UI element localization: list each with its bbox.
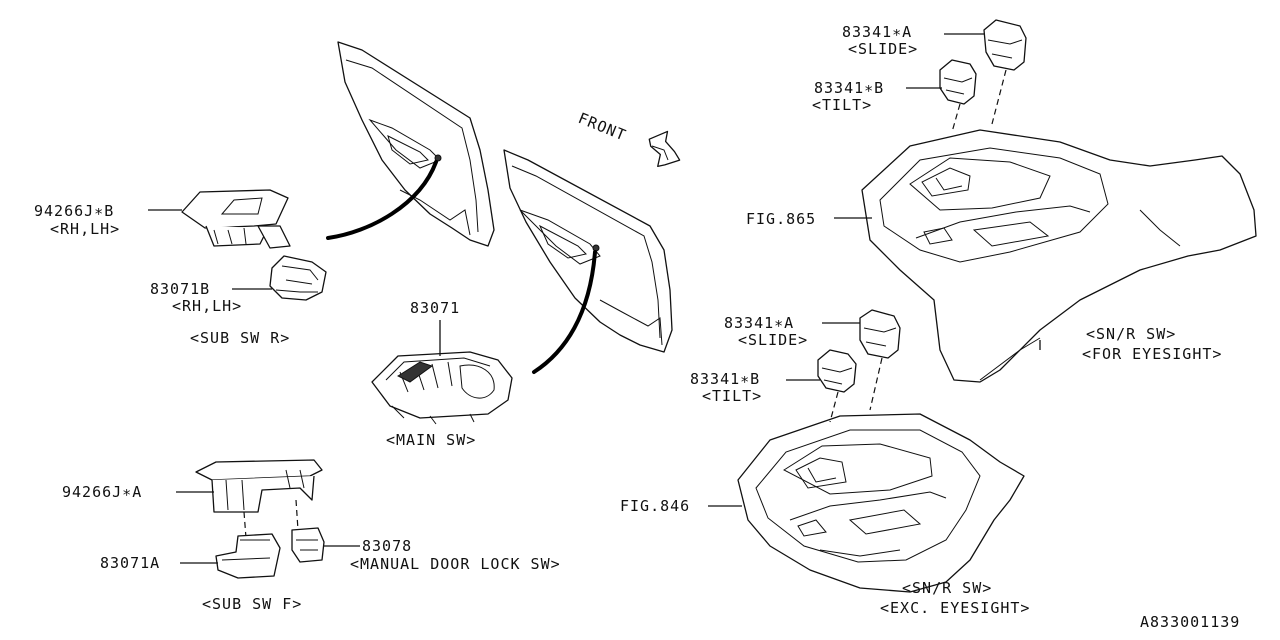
label-main-sw: <MAIN SW> xyxy=(386,431,477,449)
front-direction-arrow-icon xyxy=(648,130,681,167)
switch-83341-B-tilt-bottom xyxy=(817,349,857,393)
label-tilt-top: <TILT> xyxy=(812,96,873,114)
switch-83341-B-tilt-top xyxy=(939,59,977,105)
label-94266J-A: 94266J∗A xyxy=(62,483,143,501)
label-83341-A-bottom: 83341∗A xyxy=(724,314,795,332)
label-fig846: FIG.846 xyxy=(620,497,691,515)
front-door-trim-panel xyxy=(503,149,673,353)
label-83071: 83071 xyxy=(410,299,461,317)
label-manual-door-lock-sw: <MANUAL DOOR LOCK SW> xyxy=(350,555,561,573)
label-83071B: 83071B xyxy=(150,280,211,298)
bezel-94266J-A xyxy=(195,459,323,513)
label-snr-sw-top: <SN/R SW> xyxy=(1086,325,1177,343)
harness-line-main-sw xyxy=(532,250,597,374)
label-83341-B-bottom: 83341∗B xyxy=(690,370,761,388)
label-exc-eyesight: <EXC. EYESIGHT> xyxy=(880,599,1031,617)
label-for-eyesight: <FOR EYESIGHT> xyxy=(1082,345,1223,363)
switch-83071B xyxy=(269,255,327,301)
label-83341-A-top: 83341∗A xyxy=(842,23,913,41)
switch-83071A xyxy=(215,533,281,579)
label-83071B-variant: <RH,LH> xyxy=(172,297,243,315)
main-switch-83071 xyxy=(371,351,513,425)
label-83341-B-top: 83341∗B xyxy=(814,79,885,97)
overhead-console-fig865 xyxy=(861,129,1257,383)
label-slide-top: <SLIDE> xyxy=(848,40,919,58)
overhead-console-fig846 xyxy=(737,413,1025,593)
label-sub-sw-r: <SUB SW R> xyxy=(190,329,291,347)
label-94266J-B-variant: <RH,LH> xyxy=(50,220,121,238)
label-sub-sw-f: <SUB SW F> xyxy=(202,595,303,613)
label-94266J-B: 94266J∗B xyxy=(34,202,115,220)
diagram-id: A833001139 xyxy=(1140,613,1241,631)
label-83071A: 83071A xyxy=(100,554,161,572)
label-snr-sw-bottom: <SN/R SW> xyxy=(902,579,993,597)
switch-83341-A-slide-bottom xyxy=(859,309,901,359)
rear-door-trim-panel xyxy=(337,41,495,247)
label-tilt-bottom: <TILT> xyxy=(702,387,763,405)
switch-83341-A-slide-top xyxy=(983,19,1027,71)
label-slide-bottom: <SLIDE> xyxy=(738,331,809,349)
bezel-94266J-B xyxy=(181,189,291,249)
switch-83078 xyxy=(291,527,325,563)
label-83078: 83078 xyxy=(362,537,413,555)
harness-line-sub-sw-r xyxy=(326,160,438,240)
label-fig865: FIG.865 xyxy=(746,210,817,228)
